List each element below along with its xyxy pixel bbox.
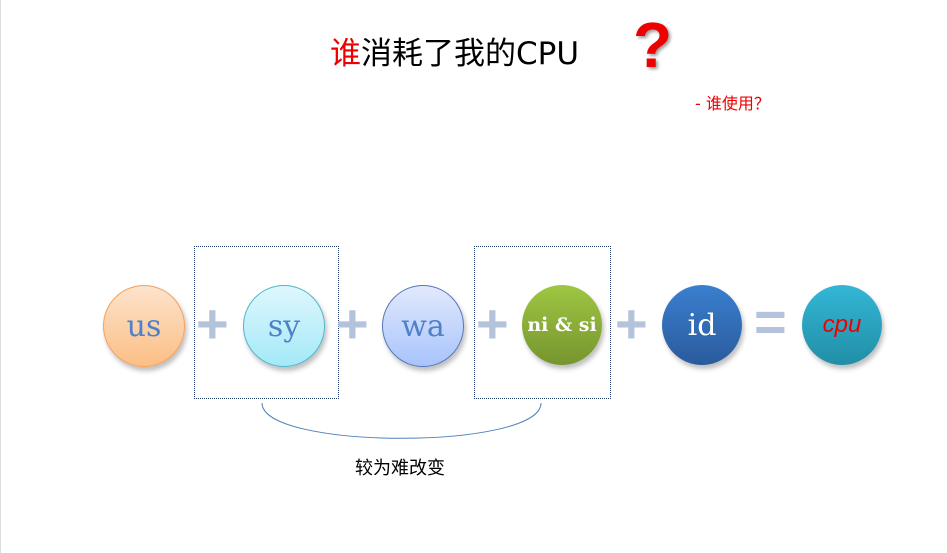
plus-icon: + [476, 292, 509, 355]
title-text: 消耗了我的CPU [361, 36, 580, 72]
plus-icon: + [615, 292, 648, 355]
bracket-label: 较为难改变 [355, 458, 445, 479]
equals-icon: = [754, 290, 787, 353]
term-ni-si: ni & si [522, 285, 602, 365]
sy-highlight-box [194, 246, 339, 399]
term-wa: wa [382, 285, 464, 367]
plus-icon: + [336, 292, 369, 355]
term-sy: sy [243, 285, 325, 367]
ni-si-highlight-box [474, 246, 611, 399]
subtitle: - 谁使用？ [695, 94, 770, 113]
term-us: us [103, 285, 185, 367]
term-cpu: cpu [802, 285, 882, 365]
term-id: id [662, 285, 742, 365]
question-mark-icon: ? [633, 9, 673, 81]
slide-title: 谁消耗了我的CPU [330, 28, 579, 73]
plus-icon: + [196, 292, 229, 355]
slide-edge [0, 0, 1, 553]
title-highlight: 谁 [330, 36, 361, 72]
